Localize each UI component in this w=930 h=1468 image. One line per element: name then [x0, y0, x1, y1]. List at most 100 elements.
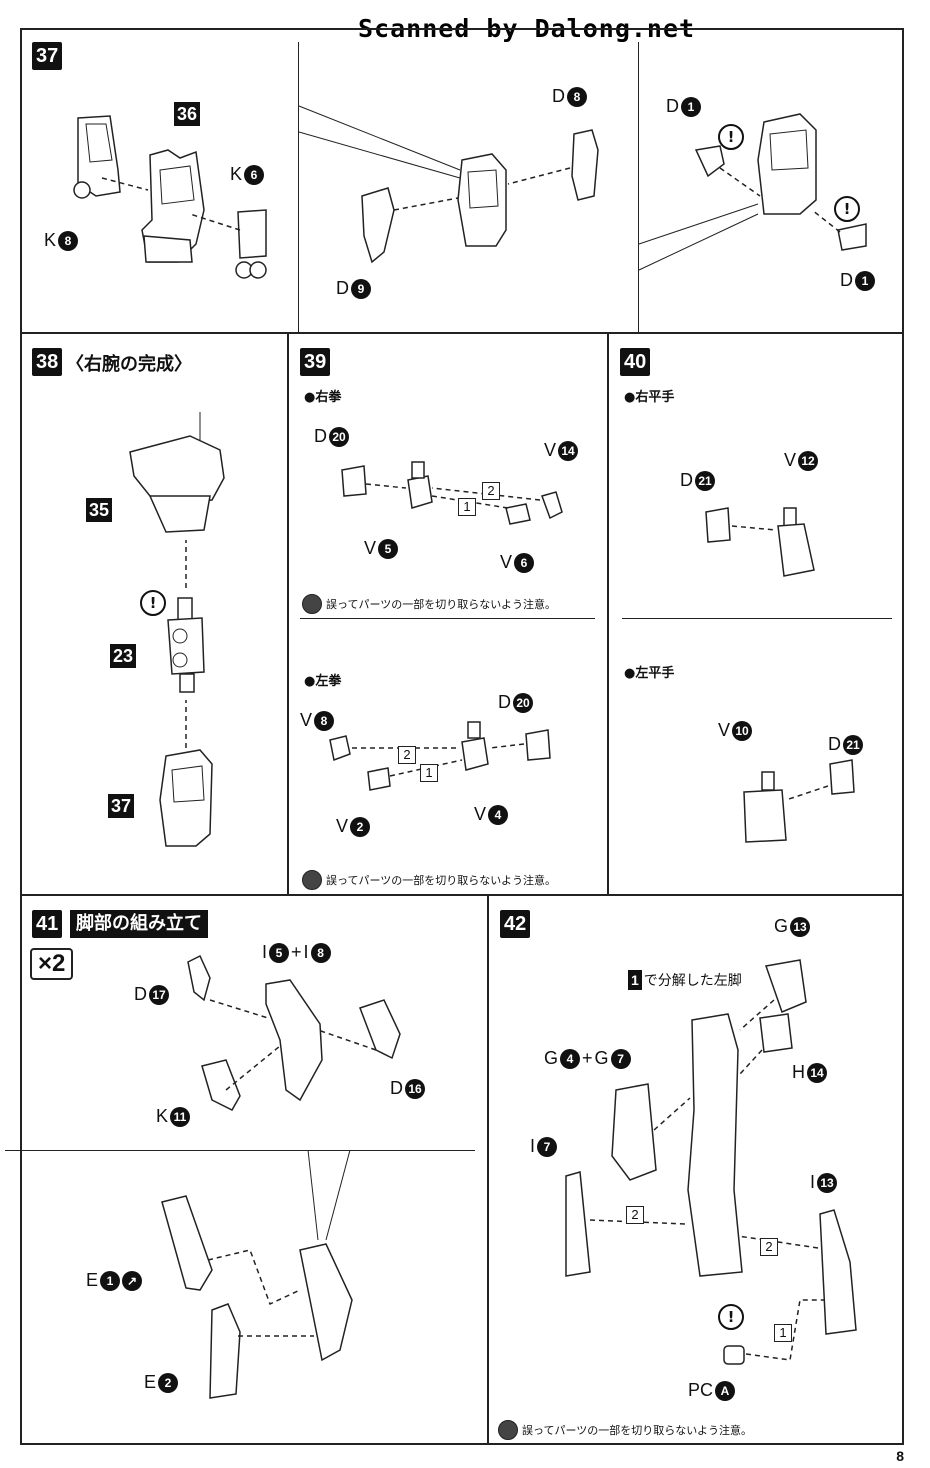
- divider-41-sub: [5, 1150, 475, 1151]
- divider-row1: [20, 332, 904, 334]
- page-frame: [20, 28, 904, 1445]
- ref-37-tag: 37: [108, 794, 135, 818]
- part-v4-hand: [461, 721, 489, 771]
- part-d20-left: [525, 729, 551, 761]
- subtitle-right-fist: ●右拳: [304, 390, 342, 405]
- part-d1-bottom: [837, 223, 867, 251]
- part-d21-right: [705, 507, 731, 543]
- order-2: 2: [626, 1206, 644, 1224]
- step-41-title: 脚部の組み立て: [70, 910, 208, 938]
- part-d16: [359, 999, 401, 1060]
- subtitle-right-open-hand: ●右平手: [624, 390, 675, 405]
- ref-35-tag: 35: [86, 498, 113, 522]
- part-d1-top: [694, 145, 725, 178]
- part-e2-armor: [209, 1303, 241, 1399]
- cut-warning-icon: [498, 1420, 518, 1440]
- step-38-title: 〈右腕の完成〉: [66, 354, 192, 375]
- order-1: 1: [458, 498, 476, 516]
- divider-37-b: [638, 42, 639, 332]
- part-leg-lower: [299, 1243, 353, 1362]
- warning-note: 誤ってパーツの一部を切り取らないよう注意。: [302, 870, 556, 890]
- part-pca: [723, 1345, 745, 1365]
- part-v8-thumb-left: [329, 735, 351, 762]
- caution-icon: !: [718, 1304, 744, 1330]
- part-v12-open-hand: [777, 507, 815, 577]
- part-i7: [565, 1171, 591, 1277]
- order-2: 2: [482, 482, 500, 500]
- subtitle-left-open-hand: ●左平手: [624, 666, 675, 681]
- step-37-number: 37: [32, 42, 63, 70]
- ref-36-tag: 36: [174, 102, 201, 126]
- part-i5-i8-leg: [265, 979, 323, 1102]
- part-36-arm: [141, 149, 205, 263]
- page-number: 8: [896, 1448, 904, 1464]
- part-35-shoulder: [129, 412, 225, 533]
- caution-icon: !: [834, 196, 860, 222]
- order-1: 1: [420, 764, 438, 782]
- step-38-number: 38: [32, 348, 63, 376]
- part-h14: [759, 1013, 793, 1053]
- part-k8-frame: [73, 115, 121, 199]
- ref-23-tag: 23: [110, 644, 137, 668]
- divider-row2: [20, 894, 904, 896]
- divider-40-sub: [622, 618, 892, 619]
- step-42-number: 42: [500, 910, 531, 938]
- part-i13: [819, 1209, 857, 1335]
- cut-warning-icon: [302, 870, 322, 890]
- warning-note: 誤ってパーツの一部を切り取らないよう注意。: [302, 594, 556, 614]
- part-assembled-arm-c: [757, 113, 817, 215]
- part-d21-left: [829, 759, 855, 795]
- cut-gate-icon: ↗: [122, 1270, 143, 1291]
- part-d20-right: [341, 465, 367, 497]
- part-37-forearm: [159, 749, 213, 847]
- part-v6-fingers: [505, 503, 531, 525]
- part-d8-panel: [571, 129, 599, 201]
- divider-37-a: [298, 42, 299, 332]
- order-2: 2: [760, 1238, 778, 1256]
- part-v2-fingers: [367, 767, 391, 791]
- part-k11: [201, 1059, 241, 1111]
- subtitle-left-fist: ●左拳: [304, 674, 342, 689]
- divider-41-42: [487, 895, 489, 1445]
- order-2: 2: [398, 746, 416, 764]
- divider-39-40: [607, 333, 609, 895]
- part-v14-thumb: [541, 491, 563, 520]
- part-d17: [187, 954, 211, 1002]
- quantity-multiplier: ×2: [30, 948, 74, 980]
- part-assembled-arm-b: [457, 153, 507, 247]
- step-39-number: 39: [300, 348, 331, 376]
- part-g4-g7: [611, 1083, 657, 1181]
- divider-38-39: [287, 333, 289, 895]
- part-v10-open-hand: [743, 771, 787, 843]
- cut-warning-icon: [302, 594, 322, 614]
- part-v5-hand: [407, 461, 433, 509]
- caution-icon: !: [718, 124, 744, 150]
